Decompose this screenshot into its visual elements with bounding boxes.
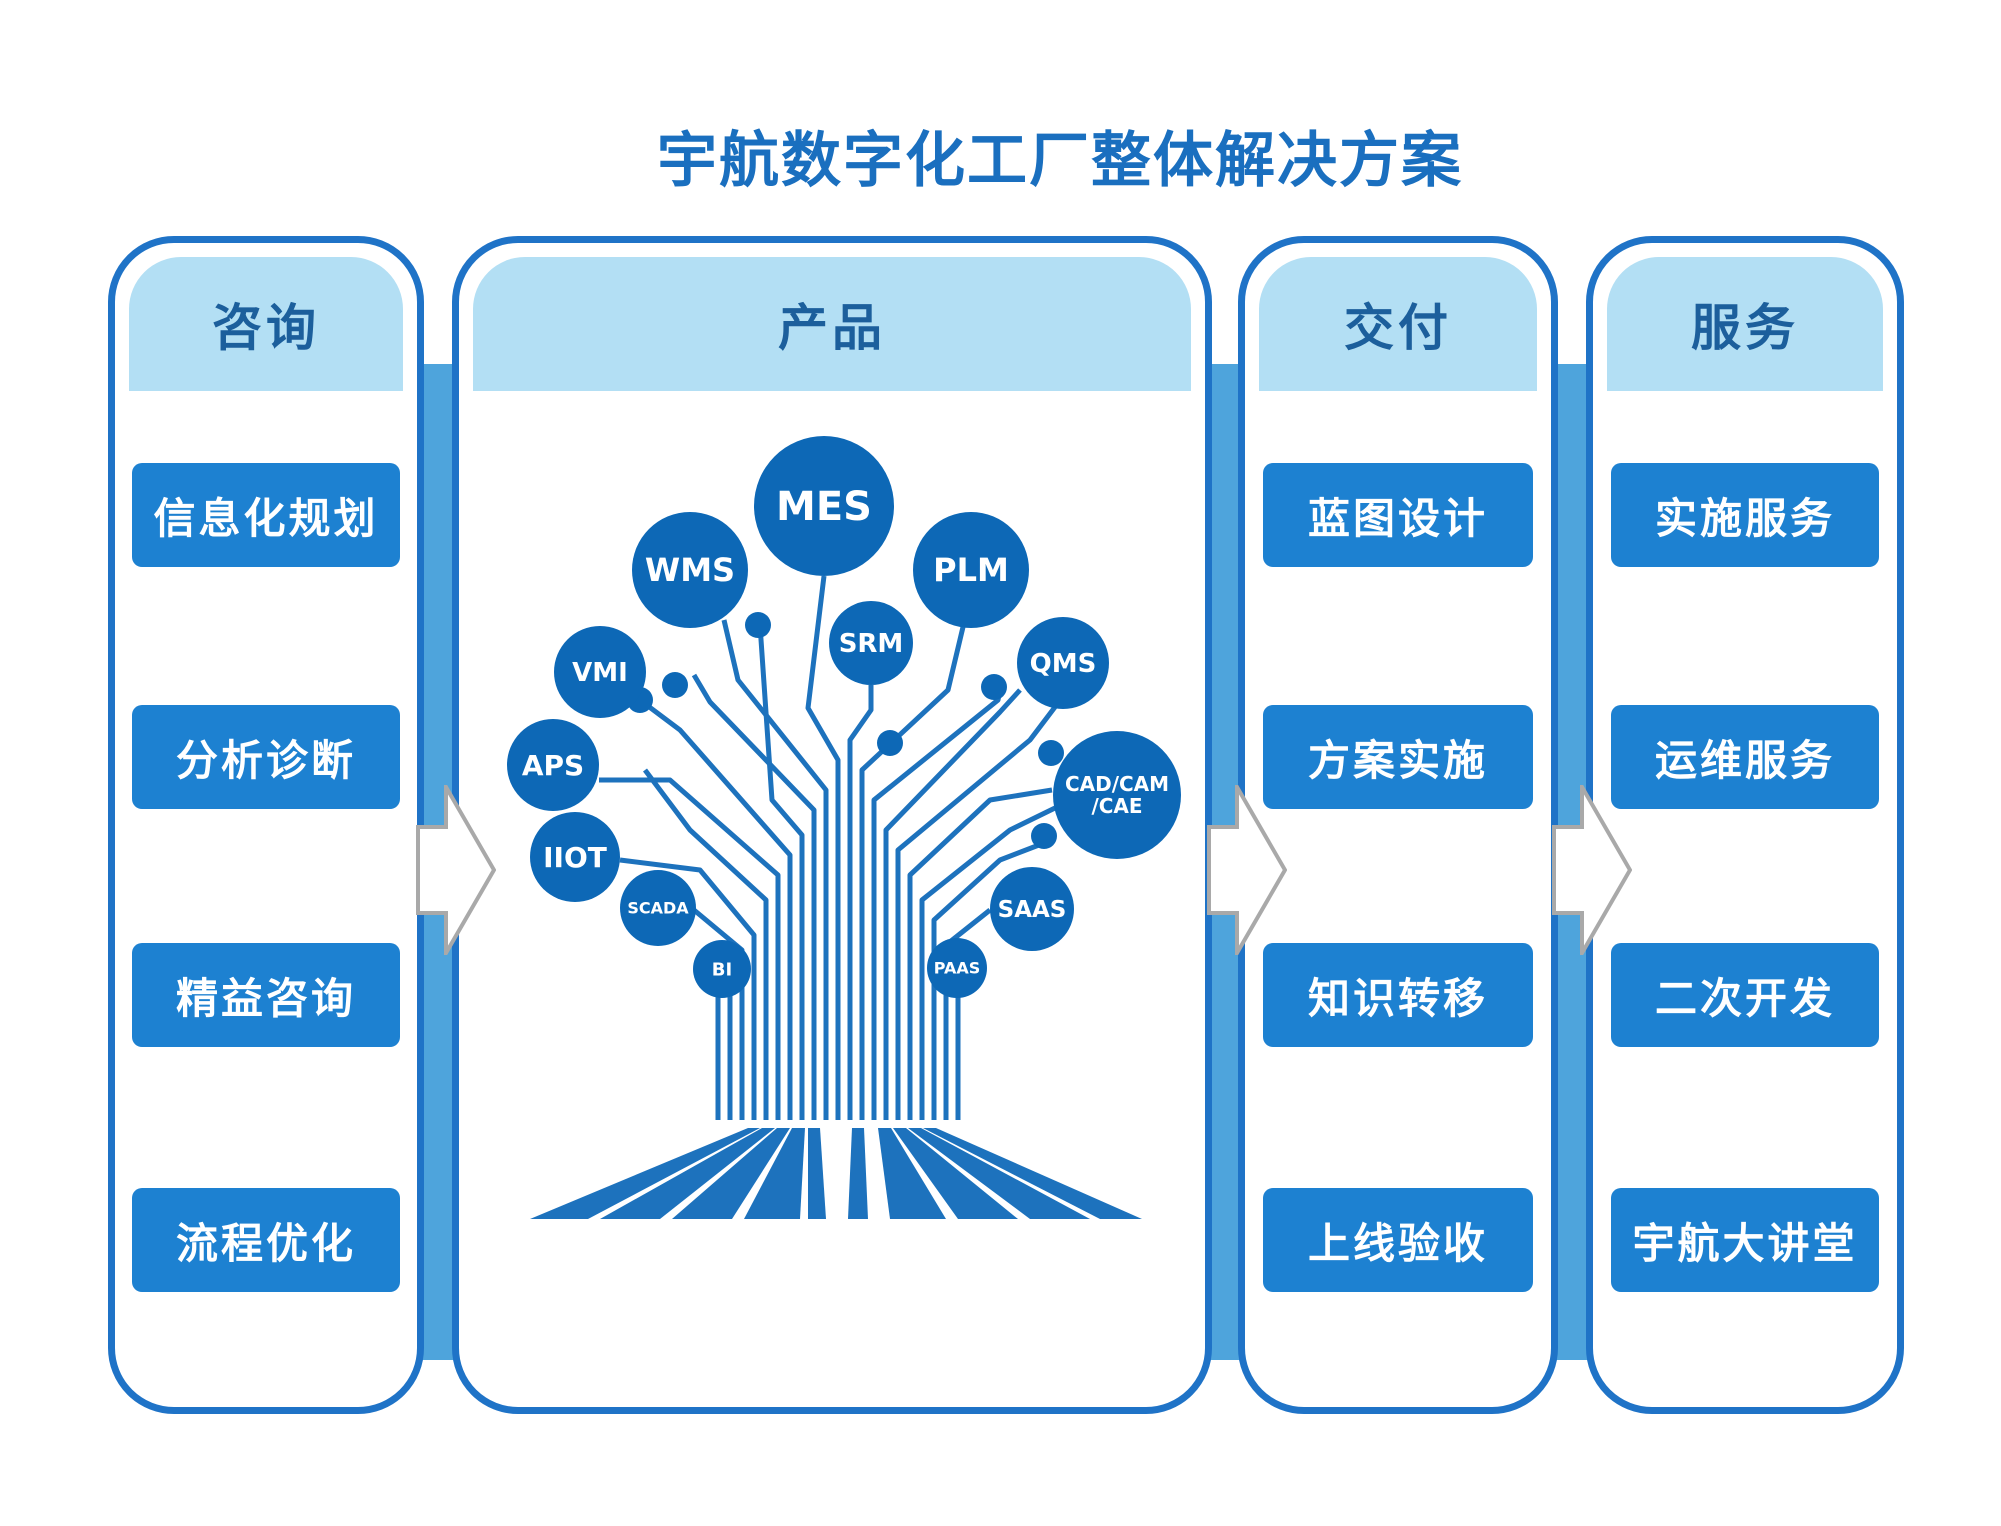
consulting-item-1: 信息化规划 bbox=[132, 463, 400, 567]
column-service: 服务 实施服务 运维服务 二次开发 宇航大讲堂 bbox=[1586, 236, 1904, 1414]
arrow-right-icon bbox=[1207, 785, 1287, 955]
delivery-item-3: 知识转移 bbox=[1263, 943, 1533, 1047]
tree-node-wms bbox=[632, 512, 748, 628]
column-consulting: 咨询 信息化规划 分析诊断 精益咨询 流程优化 bbox=[108, 236, 424, 1414]
tree-node-cad-cam-cae bbox=[1053, 731, 1181, 859]
consulting-item-3: 精益咨询 bbox=[132, 943, 400, 1047]
tree-branch-line bbox=[721, 619, 829, 1120]
tree-node-label-aps: APS bbox=[522, 749, 584, 782]
tree-branch-line bbox=[599, 777, 781, 1120]
delivery-item-1: 蓝图设计 bbox=[1263, 463, 1533, 567]
tree-node-label-qms: QMS bbox=[1030, 649, 1097, 679]
tree-node-label-mes: MES bbox=[776, 484, 872, 530]
tree-branch-line bbox=[643, 768, 769, 1120]
tree-branch-dot bbox=[745, 612, 771, 638]
tree-node-label-scada: SCADA bbox=[627, 899, 689, 918]
tree-branch-line bbox=[847, 685, 874, 1120]
service-item-2: 运维服务 bbox=[1611, 705, 1879, 809]
tree-node-scada bbox=[620, 870, 696, 946]
arrow-right-icon bbox=[1552, 785, 1632, 955]
tree-node-paas bbox=[927, 938, 987, 998]
tree-branch-dot bbox=[877, 730, 903, 756]
tree-root-ray bbox=[923, 1128, 1142, 1219]
tree-node-label-wms: WMS bbox=[645, 551, 735, 589]
tree-node-label-srm: SRM bbox=[839, 629, 904, 659]
column-delivery-header: 交付 bbox=[1259, 257, 1537, 391]
tree-root-ray bbox=[600, 1128, 775, 1219]
tree-root-ray bbox=[744, 1128, 805, 1219]
page-title: 宇航数字化工厂整体解决方案 bbox=[657, 126, 1463, 196]
tree-root-ray bbox=[530, 1128, 760, 1219]
tree-root-ray bbox=[878, 1128, 946, 1219]
tree-branch-dot bbox=[1031, 823, 1057, 849]
column-product-header: 产品 bbox=[473, 257, 1191, 391]
tree-node-label-vmi: VMI bbox=[572, 658, 628, 688]
consulting-item-2: 分析诊断 bbox=[132, 705, 400, 809]
service-item-4: 宇航大讲堂 bbox=[1611, 1188, 1879, 1292]
tree-branch-line bbox=[883, 688, 1022, 1120]
arrow-right-icon bbox=[416, 785, 496, 955]
tree-branch-line bbox=[757, 624, 805, 1120]
tree-node-mes bbox=[754, 436, 894, 576]
delivery-item-4: 上线验收 bbox=[1263, 1188, 1533, 1292]
tree-node-aps bbox=[507, 719, 599, 811]
tree-node-label-saas: SAAS bbox=[998, 897, 1067, 923]
tree-branch-line bbox=[727, 972, 742, 1120]
tree-root-ray bbox=[893, 1128, 1018, 1219]
tree-branch-line bbox=[919, 805, 1057, 1120]
tree-root-ray bbox=[908, 1128, 1090, 1219]
tree-branch-line bbox=[619, 857, 757, 1120]
tree-node-label-plm: PLM bbox=[933, 551, 1009, 589]
tree-node-label-iiot: IIOT bbox=[543, 841, 607, 874]
tree-branch-line bbox=[895, 705, 1057, 1120]
tree-branch-line bbox=[859, 626, 966, 1120]
tree-node-label-bi: BI bbox=[712, 959, 732, 980]
column-service-header: 服务 bbox=[1607, 257, 1883, 391]
tree-branch-line bbox=[805, 575, 841, 1120]
tree-branch-line bbox=[638, 698, 793, 1120]
tree-branch-dot bbox=[662, 672, 688, 698]
consulting-item-4: 流程优化 bbox=[132, 1188, 400, 1292]
tree-node-label-cad-cam-cae: /CAE bbox=[1091, 794, 1142, 818]
tree-branch-line bbox=[907, 787, 1053, 1120]
tree-root-ray bbox=[848, 1128, 868, 1219]
tree-node-srm bbox=[829, 601, 913, 685]
tree-node-saas bbox=[990, 867, 1074, 951]
tree-node-vmi bbox=[554, 626, 646, 718]
tree-branch-line bbox=[931, 837, 1053, 1120]
tree-root-ray bbox=[672, 1128, 790, 1219]
tree-node-plm bbox=[913, 512, 1029, 628]
tree-root-ray bbox=[808, 1128, 826, 1219]
column-consulting-header: 咨询 bbox=[129, 257, 403, 391]
tree-branch-dot bbox=[1038, 740, 1064, 766]
delivery-item-2: 方案实施 bbox=[1263, 705, 1533, 809]
service-item-3: 二次开发 bbox=[1611, 943, 1879, 1047]
tree-branch-dot bbox=[981, 674, 1007, 700]
tree-node-label-paas: PAAS bbox=[934, 959, 981, 978]
tree-node-qms bbox=[1017, 617, 1109, 709]
tree-node-bi bbox=[693, 940, 751, 998]
tree-node-label-cad-cam-cae: CAD/CAM bbox=[1065, 772, 1169, 796]
tree-branch-line bbox=[691, 673, 817, 1120]
tree-node-iiot bbox=[530, 812, 620, 902]
service-item-1: 实施服务 bbox=[1611, 463, 1879, 567]
